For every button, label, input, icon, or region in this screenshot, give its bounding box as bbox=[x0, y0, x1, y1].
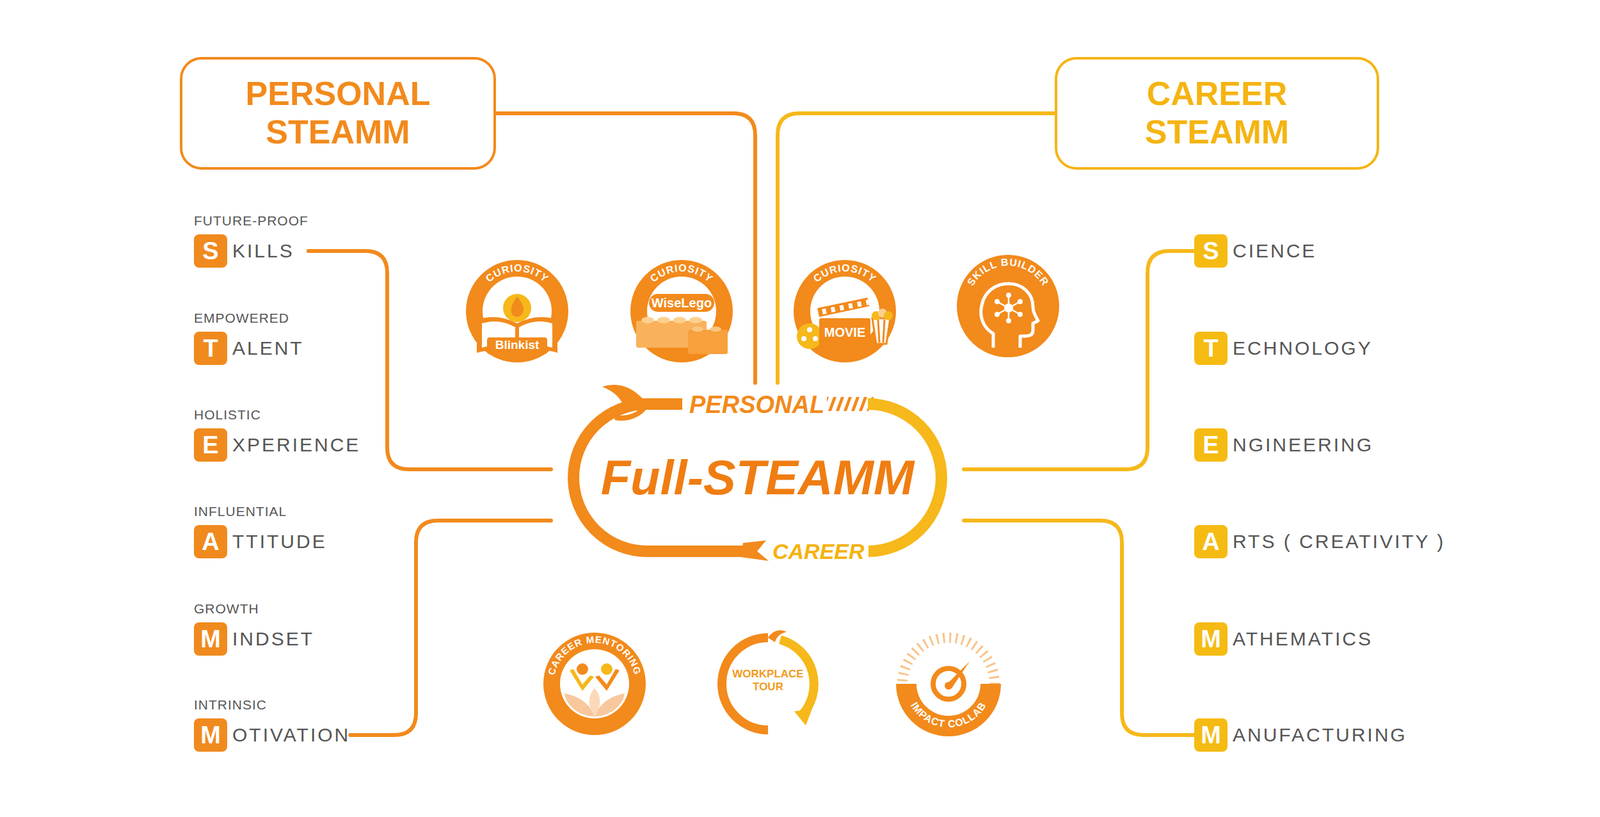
badge-shape: CAREER MENTORING bbox=[540, 629, 649, 738]
arc-text: CAREER MENTORING bbox=[545, 633, 644, 676]
badge-text: Blinkist bbox=[462, 337, 572, 353]
badge-text: WORKPLACE TOUR bbox=[726, 667, 810, 694]
title-box: CAREER STEAMM bbox=[1054, 56, 1380, 170]
item-word: TTITUDE bbox=[232, 530, 328, 553]
steamm-item: TECHNOLOGY bbox=[1194, 331, 1373, 365]
item-label: FUTURE-PROOF bbox=[193, 212, 309, 230]
badge: CAREER MENTORING bbox=[540, 629, 649, 738]
item-word: NGINEERING bbox=[1232, 433, 1374, 456]
arc-text: IMPACT COLLAB bbox=[908, 699, 989, 729]
steamm-item: INTRINSIC MOTIVATION bbox=[193, 696, 351, 752]
item-word: ECHNOLOGY bbox=[1232, 337, 1373, 360]
item-label: INFLUENTIAL bbox=[193, 503, 328, 520]
item-word: ALENT bbox=[232, 337, 304, 360]
arc-label: CURIOSITY bbox=[648, 262, 716, 285]
arc-text: CURIOSITY bbox=[648, 262, 716, 285]
steamm-item: SCIENCE bbox=[1194, 234, 1317, 268]
steamm-item: MATHEMATICS bbox=[1194, 622, 1373, 656]
item-row: EXPERIENCE bbox=[193, 428, 361, 462]
steamm-item: MANUFACTURING bbox=[1194, 718, 1408, 752]
title-text: CAREER STEAMM bbox=[1108, 74, 1327, 152]
arc-label: CAREER MENTORING bbox=[545, 633, 644, 676]
item-word: KILLS bbox=[232, 240, 295, 262]
item-row: ATTITUDE bbox=[193, 524, 328, 559]
steamm-item: ENGINEERING bbox=[1194, 428, 1374, 462]
hub-top-word: PERSONAL bbox=[686, 390, 827, 419]
item-word: RTS ( CREATIVITY ) bbox=[1232, 530, 1446, 553]
item-row: SKILLS bbox=[193, 234, 309, 268]
item-row: TALENT bbox=[193, 331, 304, 365]
item-label: HOLISTIC bbox=[193, 406, 361, 424]
badge-shape: SKILL BUILDER bbox=[953, 251, 1063, 361]
arc-text: CURIOSITY bbox=[811, 262, 879, 285]
item-word: ATHEMATICS bbox=[1232, 627, 1373, 650]
item-word: ANUFACTURING bbox=[1232, 723, 1408, 746]
steamm-item: EMPOWERED TALENT bbox=[193, 309, 304, 365]
steamm-item: FUTURE-PROOF SKILLS bbox=[193, 212, 309, 268]
badge-shape: CURIOSITY bbox=[790, 256, 900, 366]
badge-illustration bbox=[716, 629, 820, 735]
arc-label: CURIOSITY bbox=[483, 262, 552, 285]
steamm-item: GROWTH MINDSET bbox=[193, 600, 315, 656]
item-row: MOTIVATION bbox=[193, 718, 351, 752]
badge-shape: CURIOSITY bbox=[627, 256, 736, 366]
item-row: MINDSET bbox=[193, 622, 315, 656]
badge-illustration bbox=[956, 254, 1060, 358]
letter-box: S bbox=[1194, 234, 1228, 268]
letter-box: M bbox=[1194, 622, 1228, 656]
letter-box: S bbox=[193, 234, 228, 268]
arc-label: CURIOSITY bbox=[811, 262, 879, 285]
title-text: PERSONAL STEAMM bbox=[229, 74, 447, 152]
badge: CURIOSITY Blinkist bbox=[462, 256, 572, 366]
arc-text: SKILL BUILDER bbox=[965, 256, 1051, 288]
item-label: GROWTH bbox=[193, 600, 315, 617]
letter-box: A bbox=[1194, 524, 1228, 559]
item-word: INDSET bbox=[232, 627, 315, 650]
badge-text: MOVIE bbox=[790, 324, 900, 340]
hub-bottom-word: CAREER bbox=[768, 538, 869, 564]
steamm-item: INFLUENTIAL ATTITUDE bbox=[193, 503, 328, 559]
arc-guide bbox=[967, 265, 1049, 306]
letter-box: M bbox=[193, 622, 228, 656]
letter-box: A bbox=[193, 524, 228, 559]
letter-box: M bbox=[1194, 718, 1228, 752]
steamm-item: HOLISTIC EXPERIENCE bbox=[193, 406, 361, 462]
item-word: CIENCE bbox=[1232, 240, 1317, 262]
arc-label: SKILL BUILDER bbox=[965, 256, 1051, 288]
logo-hub: PERSONAL Full-STEAMM CAREER bbox=[551, 382, 964, 572]
badge-shape: IMPACT COLLAB bbox=[894, 629, 1003, 738]
badge-illustration bbox=[543, 632, 646, 735]
badge-illustration bbox=[896, 637, 1001, 736]
letter-box: T bbox=[1194, 331, 1228, 365]
letter-box: T bbox=[193, 331, 228, 365]
badge-illustration bbox=[630, 259, 733, 363]
letter-box: E bbox=[193, 428, 228, 462]
badge-text: WiseLego bbox=[627, 295, 736, 311]
arc-text: CURIOSITY bbox=[483, 262, 552, 285]
badge: CURIOSITY WiseLego bbox=[627, 256, 736, 366]
badge: SKILL BUILDER bbox=[953, 251, 1063, 361]
item-word: XPERIENCE bbox=[232, 433, 361, 456]
badge: WORKPLACE TOUR bbox=[713, 629, 823, 738]
item-label: EMPOWERED bbox=[193, 309, 304, 327]
letter-box: E bbox=[1194, 428, 1228, 462]
letter-box: M bbox=[193, 718, 228, 752]
badge: CURIOSITY MOVIE bbox=[790, 256, 900, 366]
connector bbox=[963, 520, 1195, 735]
arc-label: IMPACT COLLAB bbox=[908, 699, 989, 729]
connector bbox=[350, 520, 552, 735]
title-box: PERSONAL STEAMM bbox=[179, 56, 496, 170]
badge: IMPACT COLLAB bbox=[894, 629, 1003, 738]
hub-title: Full-STEAMM bbox=[551, 453, 964, 502]
badge-illustration bbox=[793, 259, 896, 363]
steamm-item: ARTS ( CREATIVITY ) bbox=[1194, 524, 1446, 559]
item-label: INTRINSIC bbox=[193, 696, 351, 713]
item-word: OTIVATION bbox=[232, 723, 351, 746]
